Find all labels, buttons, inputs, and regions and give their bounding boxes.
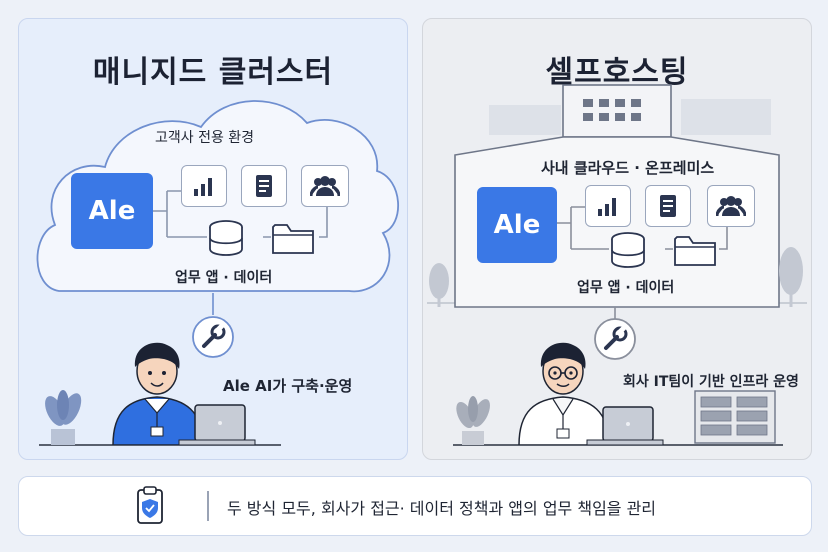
document-app-box (645, 185, 691, 227)
chart-app-box (181, 165, 227, 207)
folder-icon (674, 236, 716, 266)
operator-person-illustration (112, 342, 256, 445)
footer-banner: 두 방식 모두, 회사가 접근· 데이터 정책과 앱의 업무 책임을 관리 (18, 476, 812, 536)
users-icon (310, 176, 340, 197)
users-app-box (707, 185, 755, 227)
server-rack-icon (694, 390, 776, 444)
managed-cluster-title: 매니지드 클러스터 (92, 55, 334, 90)
ale-logo: Ale (477, 187, 557, 263)
bar-chart-icon (194, 178, 212, 196)
cloud-label: 고객사 전용 환경 (155, 130, 255, 146)
wrench-icon (192, 316, 234, 358)
bar-chart-icon (598, 198, 616, 216)
footer-text: 두 방식 모두, 회사가 접근· 데이터 정책과 앱의 업무 책임을 관리 (227, 499, 657, 518)
operator-label: Ale AI가 구축·운영 (223, 377, 353, 395)
database-icon (209, 220, 243, 256)
apps-data-label: 업무 앱 · 데이터 (175, 270, 273, 286)
document-app-box (241, 165, 287, 207)
plant-icon (456, 396, 490, 445)
document-icon (256, 175, 272, 197)
managed-cluster-panel: 매니지드 클러스터 고객사 전용 환경 Ale (18, 18, 408, 460)
wrench-icon (594, 318, 636, 360)
clipboard-shield-icon (137, 486, 163, 524)
document-icon (660, 195, 676, 217)
users-icon (716, 196, 746, 217)
self-hosting-panel: 셀프호스팅 사내 클라우 (422, 18, 812, 460)
ale-logo: Ale (71, 173, 153, 249)
chart-app-box (585, 185, 631, 227)
database-icon (611, 232, 645, 268)
folder-icon (272, 224, 314, 254)
footer-divider (207, 491, 209, 521)
operator-person-illustration (518, 342, 664, 445)
building-label: 사내 클라우드 · 온프레미스 (541, 159, 715, 177)
self-hosting-title: 셀프호스팅 (545, 55, 689, 90)
operator-label: 회사 IT팀이 기반 인프라 운영 (623, 374, 799, 390)
apps-data-label: 업무 앱 · 데이터 (577, 280, 675, 296)
users-app-box (301, 165, 349, 207)
plant-icon (45, 390, 82, 445)
